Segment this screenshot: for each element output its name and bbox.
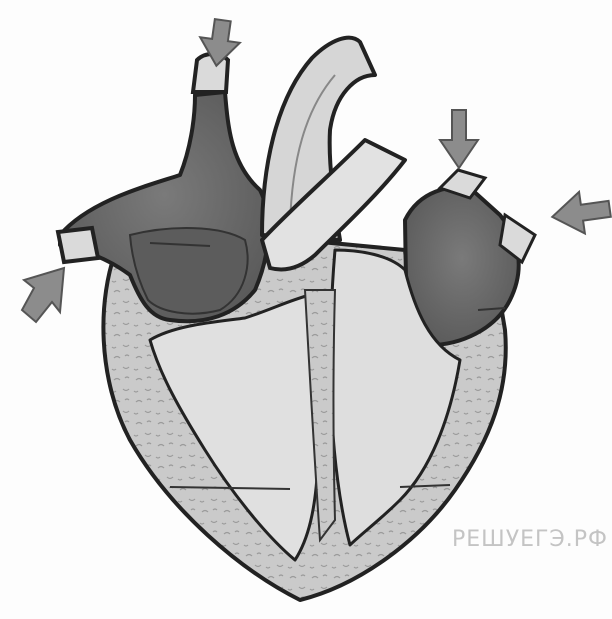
arrow-up-right-icon: [22, 268, 64, 322]
arrow-down-icon: [440, 110, 478, 168]
watermark: РЕШУЕГЭ.РФ: [452, 527, 608, 552]
arrow-left-icon: [549, 188, 612, 238]
atrium-left-cavity: [130, 228, 248, 314]
vena-cava-side: [58, 228, 98, 262]
